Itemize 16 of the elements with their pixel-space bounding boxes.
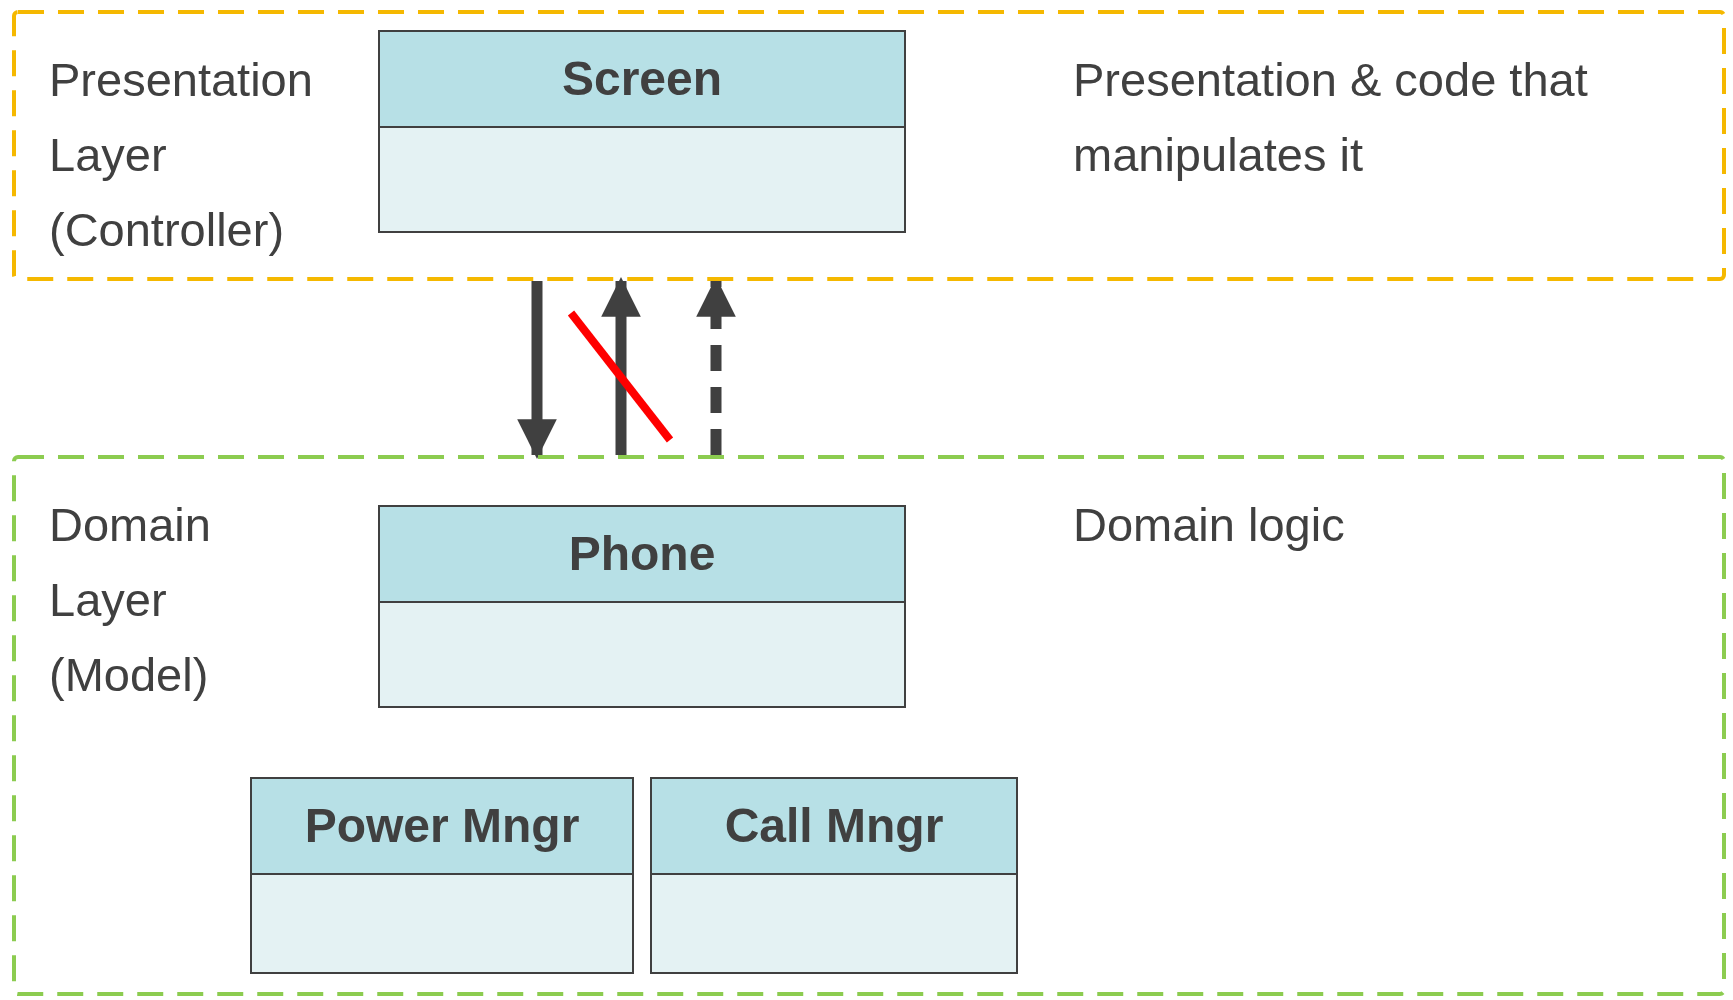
layer-name: Domain Layer (Model) xyxy=(49,497,212,703)
class-name: Phone xyxy=(380,507,904,603)
layer-description: Domain logic xyxy=(1073,497,1346,553)
layer-frame xyxy=(12,10,1726,281)
class-name: Screen xyxy=(380,32,904,128)
class-box xyxy=(378,30,906,233)
class-name: Power Mngr xyxy=(252,779,632,875)
class-box xyxy=(250,777,634,974)
class-box xyxy=(650,777,1018,974)
arrow xyxy=(517,281,557,459)
class-name: Call Mngr xyxy=(652,779,1016,875)
class-box xyxy=(378,505,906,708)
layer-name: Presentation Layer (Controller) xyxy=(49,52,314,258)
layer-description: Presentation & code that manipulates it xyxy=(1073,52,1589,183)
layer-frame xyxy=(12,455,1726,996)
arrow xyxy=(601,277,641,455)
